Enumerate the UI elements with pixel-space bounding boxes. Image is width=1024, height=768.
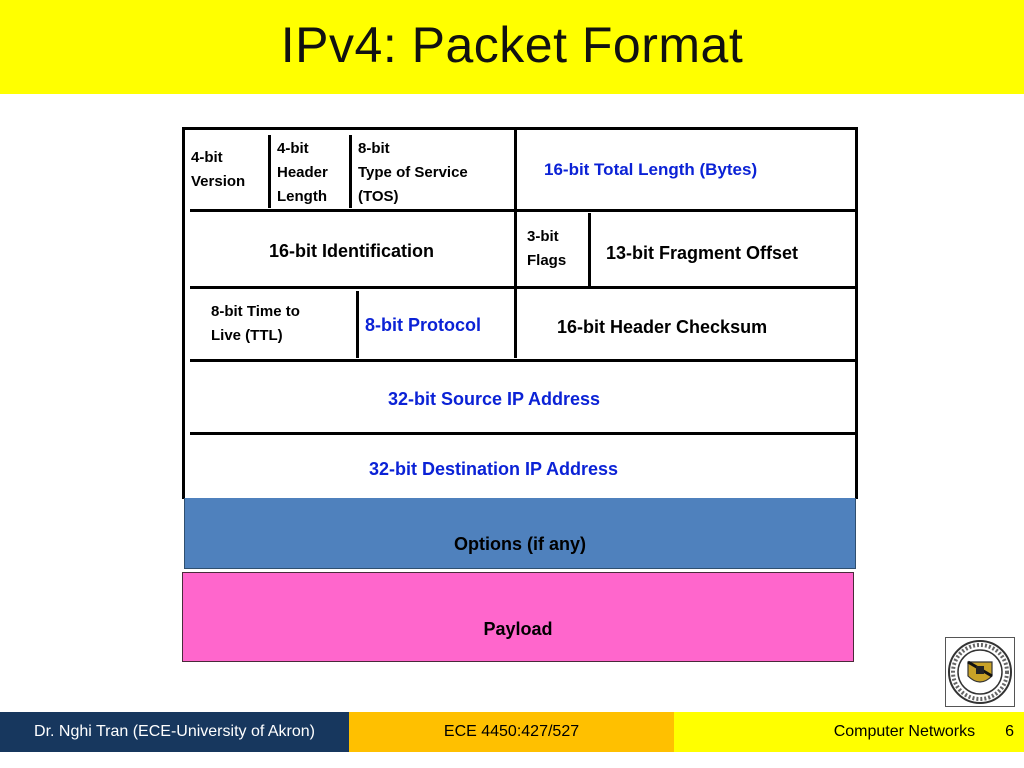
payload-label: Payload: [483, 618, 553, 639]
field-version-line1: 4-bit: [191, 149, 223, 166]
field-ttl: 8-bit Time to Live (TTL): [211, 300, 300, 348]
row3-divider-1: [356, 291, 359, 358]
seal-graphic: [948, 640, 1012, 704]
row2-divider-2: [588, 213, 591, 286]
field-tos-line2: Type of Service: [358, 164, 468, 181]
field-header-checksum: 16-bit Header Checksum: [557, 317, 768, 337]
row2-separator: [190, 286, 858, 289]
row1-divider-1: [268, 135, 271, 208]
field-tos: 8-bit Type of Service (TOS): [358, 137, 468, 209]
row2-divider-1: [514, 210, 517, 288]
footer-course-name: Computer Networks: [833, 723, 976, 740]
field-flags: 3-bit Flags: [527, 225, 566, 273]
row3-separator: [190, 359, 858, 362]
title-bar: IPv4: Packet Format: [0, 0, 1024, 94]
field-header-length-line2: Header: [277, 164, 328, 181]
field-header-length-line3: Length: [277, 188, 327, 205]
frame-left-border: [182, 127, 185, 499]
field-header-length: 4-bit Header Length: [277, 137, 328, 209]
footer: Dr. Nghi Tran (ECE-University of Akron) …: [0, 712, 1024, 752]
field-ttl-line2: Live (TTL): [211, 327, 283, 344]
field-fragment-offset: 13-bit Fragment Offset: [606, 243, 799, 263]
row4-separator: [190, 432, 858, 435]
field-tos-line3: (TOS): [358, 188, 399, 205]
field-version: 4-bit Version: [191, 146, 245, 194]
field-identification: 16-bit Identification: [269, 241, 435, 261]
field-total-length: 16-bit Total Length (Bytes): [544, 160, 758, 179]
field-destination-ip: 32-bit Destination IP Address: [369, 459, 619, 479]
footer-course-code-text: ECE 4450:427/527: [443, 723, 580, 740]
row1-divider-2: [349, 135, 352, 208]
frame-right-border: [855, 127, 858, 499]
options-label: Options (if any): [454, 533, 586, 554]
row1-divider-3: [514, 130, 517, 210]
payload-block: Payload: [182, 572, 854, 662]
field-source-ip: 32-bit Source IP Address: [388, 389, 601, 409]
footer-course-code: ECE 4450:427/527: [349, 712, 674, 752]
field-flags-line1: 3-bit: [527, 228, 559, 245]
field-version-line2: Version: [191, 173, 246, 190]
row1-separator: [190, 209, 858, 212]
frame-top-border: [182, 127, 858, 130]
university-seal-icon: [945, 637, 1015, 707]
footer-author: Dr. Nghi Tran (ECE-University of Akron): [0, 712, 349, 752]
footer-author-text: Dr. Nghi Tran (ECE-University of Akron): [34, 723, 315, 740]
field-header-length-line1: 4-bit: [277, 140, 309, 157]
options-block: Options (if any): [184, 498, 856, 569]
field-protocol: 8-bit Protocol: [365, 315, 481, 335]
slide-title: IPv4: Packet Format: [280, 17, 744, 73]
footer-course-info: Computer Networks 6: [674, 712, 1024, 752]
footer-page-number: 6: [1005, 723, 1014, 740]
field-flags-line2: Flags: [527, 252, 567, 269]
field-tos-line1: 8-bit: [358, 140, 390, 157]
row3-divider-2: [514, 287, 517, 358]
field-ttl-line1: 8-bit Time to: [211, 303, 300, 320]
